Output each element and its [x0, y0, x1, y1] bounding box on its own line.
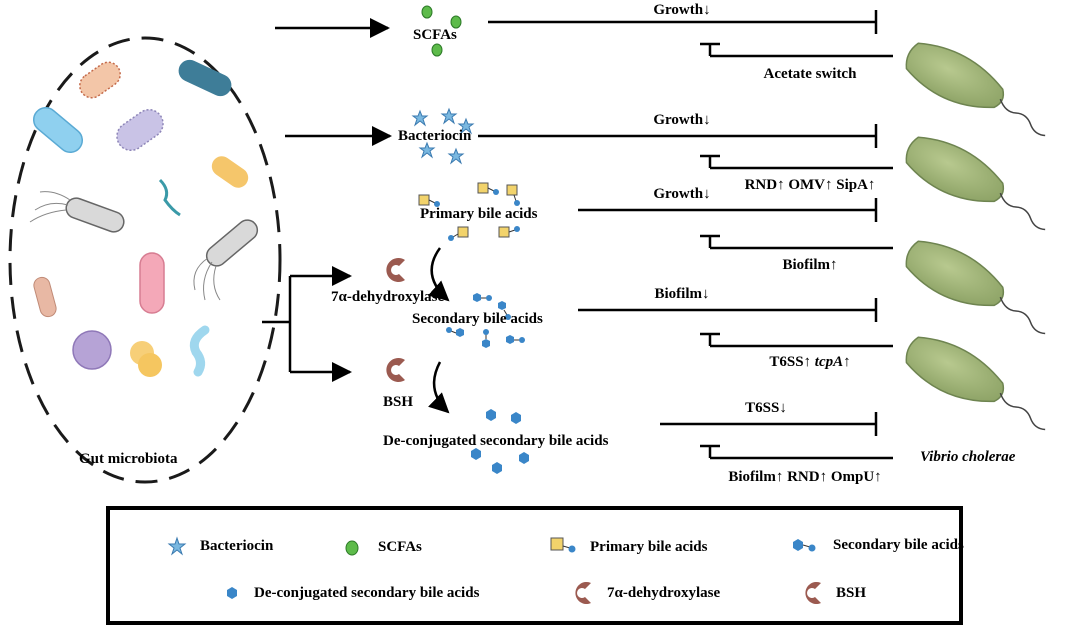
microbe-icon	[79, 61, 121, 99]
inhibit-label: Growth↓	[653, 2, 711, 18]
scfa-circle-icon	[345, 540, 359, 556]
dehydroxylase-icon	[386, 258, 405, 282]
legend-bacteriocin-label: Bacteriocin	[200, 538, 274, 554]
legend-bsh-label: BSH	[836, 585, 867, 601]
inhibit-label: T6SS↓	[745, 400, 787, 416]
primary-bile-acid-icon	[448, 226, 469, 241]
scfa-circle-icon	[431, 43, 443, 57]
feedback-label: Biofilm↑ RND↑ OmpU↑	[728, 469, 882, 485]
primary-bile-acid-icon	[550, 537, 576, 553]
microbe-icon	[193, 257, 221, 301]
bacteriocin-label: Bacteriocin	[398, 128, 472, 144]
deconjugated-bile-acid-icon	[486, 409, 496, 421]
scfa-circle-icon	[421, 5, 433, 19]
legend-primary-label: Primary bile acids	[590, 539, 708, 555]
primary-bile-acid-icon	[498, 226, 520, 238]
microbe-icon	[29, 191, 71, 223]
primary-bile-acid-icon	[418, 194, 440, 207]
deconjugated-bile-acid-icon	[227, 587, 237, 599]
bsh-icon	[386, 358, 405, 382]
deconjugated-bile-acid-icon	[471, 448, 481, 460]
secondary-bile-acid-icon	[473, 293, 492, 302]
deconjugated-bile-acid-icon	[492, 462, 502, 474]
curved-arrow-secondary-to-deconjugated	[428, 361, 450, 414]
deconjugated-bile-acid-icon	[511, 412, 521, 424]
secondary-bile-acid-icon	[446, 327, 464, 337]
primary-bile-acids-label: Primary bile acids	[420, 206, 538, 222]
microbe-icon	[139, 252, 165, 314]
bsh-icon	[805, 582, 821, 604]
feedback-label: T6SS↑ tcpA↑	[769, 354, 851, 370]
microbe-icon	[116, 108, 164, 152]
vibrio-icon	[905, 336, 1046, 431]
primary-bile-acid-icon	[506, 184, 520, 206]
bacteriocin-star-icon	[411, 109, 429, 127]
microbe-icon	[189, 325, 210, 377]
deconjugated-bile-acids	[471, 409, 529, 474]
microbe-icon	[32, 106, 84, 154]
bacteriocin-star-icon	[447, 147, 465, 165]
microbe-icon	[33, 276, 57, 318]
legend-dehydroxylase-label: 7α-dehydroxylase	[607, 585, 721, 601]
microbe-icon	[65, 197, 125, 233]
deconjugated-label: De-conjugated secondary bile acids	[383, 433, 609, 449]
interaction-lines	[478, 10, 893, 460]
secondary-bile-acid-icon	[482, 329, 490, 348]
legend-scfas-label: SCFAs	[378, 539, 422, 555]
vibrio-cholerae-label: Vibrio cholerae	[920, 449, 1016, 465]
microbe-icon	[211, 156, 249, 188]
microbe-icon	[72, 330, 112, 370]
legend-box	[106, 506, 963, 625]
legend-deconjugated-label: De-conjugated secondary bile acids	[254, 585, 480, 601]
gut-microbiota-ellipse	[8, 36, 282, 484]
inhibit-label: Biofilm↓	[654, 286, 710, 302]
vibrio-icon	[905, 240, 1046, 335]
curved-arrow-primary-to-secondary	[427, 247, 450, 302]
secondary-bile-acids-label: Secondary bile acids	[412, 311, 543, 327]
inhibit-label: Growth↓	[653, 112, 711, 128]
scfa-circle-icon	[450, 15, 462, 29]
microbe-icon	[205, 219, 259, 267]
primary-bile-acids	[418, 182, 520, 241]
secondary-bile-acid-icon	[506, 335, 525, 344]
secondary-bile-acid-icon	[793, 539, 816, 552]
bsh-label: BSH	[383, 394, 414, 410]
bacteriocin-star-icon	[457, 117, 475, 135]
vibrio-icon	[905, 136, 1046, 231]
microbe-icon	[178, 59, 232, 97]
vibrio-icon	[905, 42, 1046, 137]
feedback-label: Biofilm↑	[782, 257, 838, 273]
bacteriocin-star-icon	[440, 107, 458, 125]
secondary-bile-acid-icon	[498, 301, 511, 320]
scfas-label: SCFAs	[413, 27, 457, 43]
legend-secondary-label: Secondary bile acids	[833, 537, 964, 553]
bacteriocin-star-icon	[418, 141, 436, 159]
bacteriocin-stars	[411, 107, 475, 165]
secondary-bile-acids	[446, 293, 525, 348]
dehydroxylase-icon	[575, 582, 591, 604]
microbe-icon	[138, 353, 162, 377]
scfa-circles	[421, 5, 462, 57]
inhibit-label: Growth↓	[653, 186, 711, 202]
feedback-label: RND↑ OMV↑ SipA↑	[744, 177, 876, 193]
dehydroxylase-label: 7α-dehydroxylase	[331, 289, 445, 305]
deconjugated-bile-acid-icon	[519, 452, 529, 464]
microbes	[29, 59, 259, 377]
gut-microbiota-label: Gut microbiota	[79, 451, 178, 467]
primary-bile-acid-icon	[477, 182, 499, 195]
feedback-label: Acetate switch	[763, 66, 857, 82]
microbe-icon	[158, 178, 181, 217]
bacteriocin-star-icon	[167, 536, 187, 556]
